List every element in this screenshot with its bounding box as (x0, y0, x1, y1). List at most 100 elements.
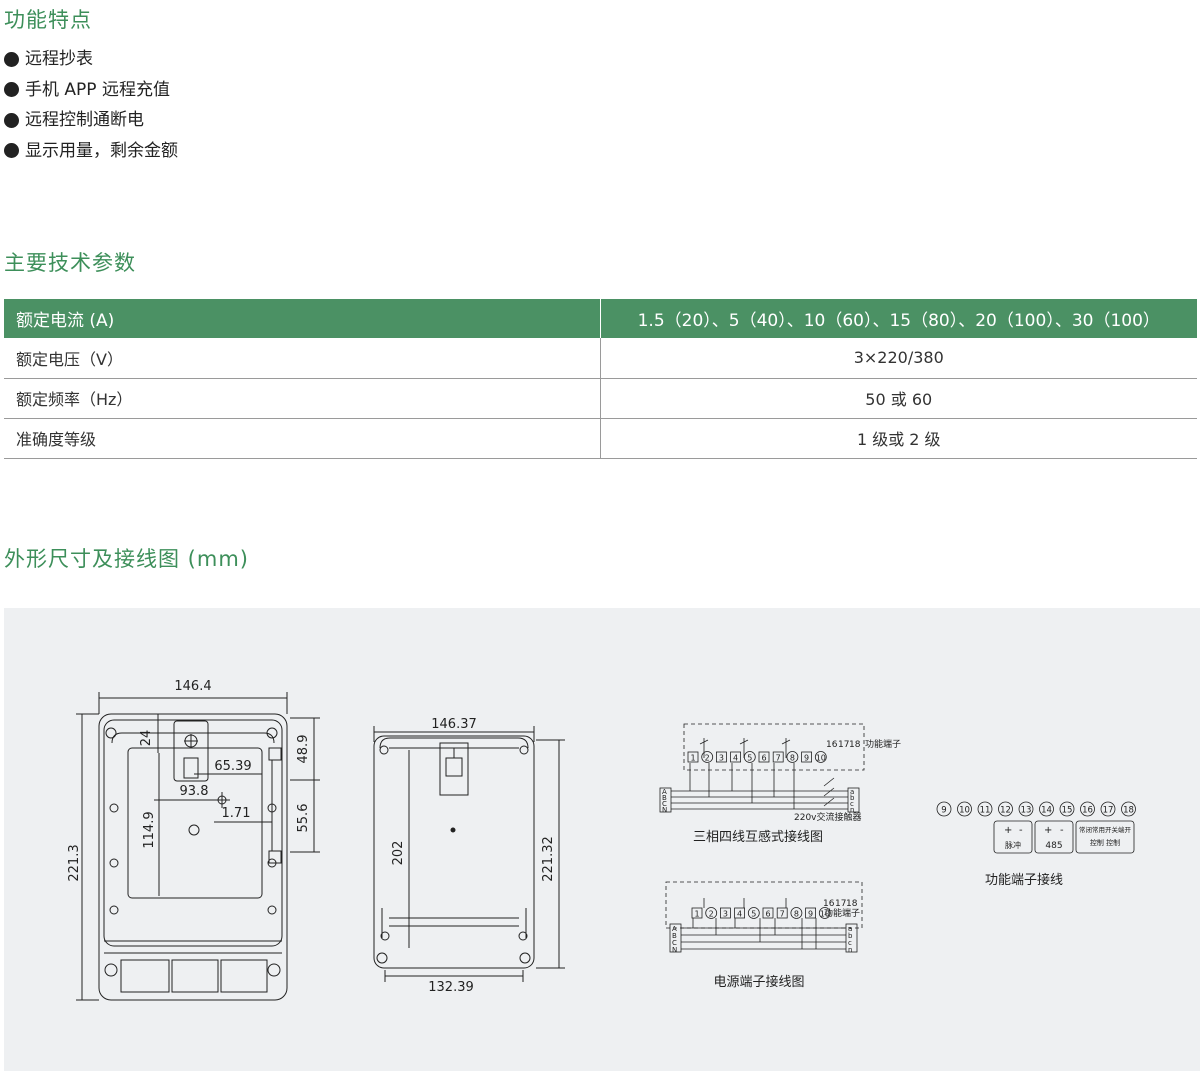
terminal-number: 2 (705, 754, 710, 763)
rs485-label: 485 (1045, 841, 1062, 851)
terminal-number: 15 (1062, 806, 1073, 816)
feature-list: 远程抄表 手机 APP 远程充值 远程控制通断电 显示用量，剩余金额 (4, 44, 178, 166)
back-view: 146.37 221.32 202 132.39 (373, 717, 565, 995)
func-terminals-label: 17 (838, 740, 849, 750)
dim-height: 221.3 (67, 844, 82, 881)
plus-sign: + (1044, 825, 1052, 836)
terminal-circle (1121, 801, 1136, 817)
technical-drawing: 146.4 221.3 24 48.9 55.6 65.39 93.8 1.71… (67, 679, 1136, 1001)
param-label: 额定电压（V） (4, 338, 601, 379)
phase-label: n (848, 946, 852, 954)
terminal-number: 3 (719, 754, 724, 763)
back-dim-bottom: 132.39 (428, 980, 474, 995)
feature-item: 显示用量，剩余金额 (4, 136, 178, 167)
phase-label: A (672, 925, 677, 933)
terminal-number: 5 (747, 754, 752, 763)
pulse-label: 脉冲 (1005, 840, 1021, 850)
terminal-number: 4 (737, 910, 742, 919)
terminal-number: 1 (694, 910, 699, 919)
phase-label: n (850, 806, 854, 814)
feature-item: 手机 APP 远程充值 (4, 75, 178, 106)
terminal-box (701, 751, 714, 763)
dims-title: 外形尺寸及接线图 (mm) (4, 547, 249, 571)
bullet-icon (4, 51, 19, 67)
dim-55-6: 55.6 (296, 804, 311, 833)
terminal-box (790, 907, 803, 919)
features-title: 功能特点 (4, 8, 92, 32)
phase-label: N (662, 806, 667, 814)
phase-label: b (848, 932, 853, 940)
terminal-number: 10 (820, 910, 830, 919)
phase-label: C (672, 939, 677, 947)
dim-65-39: 65.39 (214, 759, 251, 774)
phase-label: c (848, 939, 852, 947)
terminal-number: 7 (780, 910, 785, 919)
terminal-number: 8 (794, 910, 799, 919)
feature-item: 远程控制通断电 (4, 105, 178, 136)
terminal-box (716, 751, 727, 763)
terminal-box (730, 751, 741, 763)
terminal-circle (1059, 801, 1075, 817)
terminal-box (747, 907, 760, 919)
terminal-number: 6 (761, 754, 766, 763)
terminal-number: 12 (1000, 806, 1011, 816)
phase-label: c (850, 800, 854, 808)
diagram2-caption: 电源端子接线图 (713, 974, 804, 990)
terminal-number: 18 (1123, 806, 1134, 816)
terminal-box (687, 751, 699, 763)
terminal-box (734, 907, 745, 919)
terminal-number: 9 (941, 806, 946, 816)
phase-label: N (672, 946, 677, 954)
ctrl-label: 控制 控制 (1090, 838, 1120, 847)
feature-text: 远程控制通断电 (25, 110, 144, 130)
diagram3-caption: 功能端子接线 (985, 872, 1063, 888)
terminal-box (801, 751, 812, 763)
param-label: 额定频率（Hz） (4, 378, 601, 419)
terminal-number: 17 (1103, 806, 1114, 816)
phase-label: a (848, 925, 852, 933)
bullet-icon (4, 143, 19, 159)
terminal-box (818, 907, 831, 919)
terminal-circle (1018, 801, 1034, 817)
back-dim-width: 146.37 (431, 717, 477, 732)
contactor-label: 220v交流接触器 (794, 811, 862, 823)
dim-48-9: 48.9 (296, 735, 311, 764)
terminal-number: 16 (1082, 806, 1093, 816)
feature-text: 显示用量，剩余金额 (25, 140, 178, 161)
param-value: 1 级或 2 级 (600, 418, 1197, 459)
terminal-circle (1080, 801, 1095, 817)
phase-label: B (672, 932, 677, 940)
terminal-box (758, 751, 770, 763)
diagram1-caption: 三相四线互感式接线图 (693, 829, 823, 845)
params-title: 主要技术参数 (4, 251, 136, 275)
terminal-box (762, 907, 774, 919)
func-terminals-label: 16 (826, 740, 838, 750)
terminal-number: 3 (723, 910, 728, 919)
func-terminals-label: 18 (846, 899, 858, 909)
param-value: 50 或 60 (600, 378, 1197, 419)
func-terminals-text: 功能端子 (865, 738, 901, 750)
drawing-panel: 146.4 221.3 24 48.9 55.6 65.39 93.8 1.71… (4, 608, 1200, 1071)
terminal-circle (957, 801, 972, 817)
bullet-icon (4, 112, 19, 128)
terminal-circle (936, 801, 952, 817)
dim-93-8: 93.8 (180, 784, 209, 799)
phase-label: b (850, 794, 855, 802)
terminal-number: 9 (804, 754, 809, 763)
plus-sign: + (1004, 825, 1012, 836)
back-dim-height: 221.32 (541, 836, 556, 882)
terminal-number: 13 (1021, 806, 1032, 816)
table-row: 额定电流 (A) 1.5（20）、5（40）、10（60）、15（80）、20（… (4, 299, 1197, 338)
feature-text: 手机 APP 远程充值 (25, 79, 170, 100)
func-terminals-label: 16 (823, 899, 835, 909)
terminal-box (814, 751, 827, 763)
phase-label: C (662, 800, 667, 808)
back-dim-202: 202 (391, 841, 406, 866)
terminal-number: 9 (808, 910, 813, 919)
terminal-circle (998, 801, 1013, 817)
terminal-number: 5 (751, 910, 756, 919)
table-row: 额定频率（Hz） 50 或 60 (4, 378, 1197, 419)
